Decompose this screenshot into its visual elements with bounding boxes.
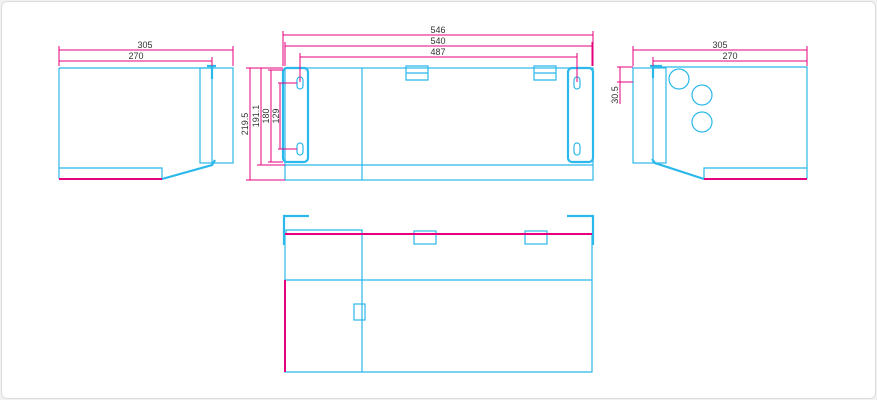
plan-latch (353, 303, 366, 321)
left-mounting-plate (199, 67, 234, 164)
plan-right-bracket (567, 214, 595, 245)
plan-body-outline (284, 234, 593, 373)
right-side-view: 305 270 30.5 (610, 40, 808, 181)
dim-180: 180 (261, 108, 271, 123)
dim-191-1-line (257, 68, 285, 166)
plan-left-bracket (282, 214, 309, 245)
plan-view (282, 214, 595, 373)
left-body-outline (58, 67, 212, 179)
dim-540: 540 (430, 36, 445, 46)
right-mounting-plate (632, 67, 667, 164)
front-tab (405, 65, 429, 81)
front-tab (533, 65, 557, 81)
right-dim-270-line (652, 57, 807, 66)
plan-tab (413, 230, 437, 245)
dim-191-1: 191.1 (251, 105, 261, 128)
left-dim-305-line (58, 46, 234, 66)
front-right-plate (566, 66, 595, 164)
slot-hole (573, 142, 581, 156)
dim-546-line (282, 31, 594, 66)
dim-219-5: 219.5 (240, 113, 250, 136)
dim-540-line (284, 42, 593, 66)
front-view: 546 540 487 219.5 191.1 180 129 (240, 25, 595, 181)
right-dim-305: 305 (712, 40, 727, 50)
right-dim-270: 270 (722, 51, 737, 61)
right-body-outline (653, 66, 808, 179)
right-dim-305-line (632, 46, 808, 66)
dim-546: 546 (430, 25, 445, 35)
round-opening (668, 68, 690, 90)
front-left-plate (281, 66, 310, 164)
plan-lid-edge (285, 229, 363, 234)
dim-487: 487 (430, 47, 445, 57)
left-dim-270-line (59, 57, 213, 66)
dim-30-5: 30.5 (610, 86, 620, 104)
round-opening (691, 84, 713, 106)
left-dim-270: 270 (128, 51, 143, 61)
dim-129: 129 (271, 108, 281, 123)
dim-219-5-line (246, 67, 285, 181)
right-bracket (650, 64, 705, 181)
dim-129-line (278, 82, 297, 150)
dim-487-line (299, 53, 578, 82)
left-side-view: 305 270 (58, 40, 234, 181)
left-dim-305: 305 (137, 40, 152, 50)
front-body-outline (284, 67, 594, 181)
dim-30-5-line (617, 66, 633, 104)
slot-hole (296, 142, 304, 156)
round-opening (691, 111, 713, 133)
plan-tab (524, 230, 548, 245)
left-bracket (161, 64, 216, 181)
dim-180-line (268, 69, 283, 163)
